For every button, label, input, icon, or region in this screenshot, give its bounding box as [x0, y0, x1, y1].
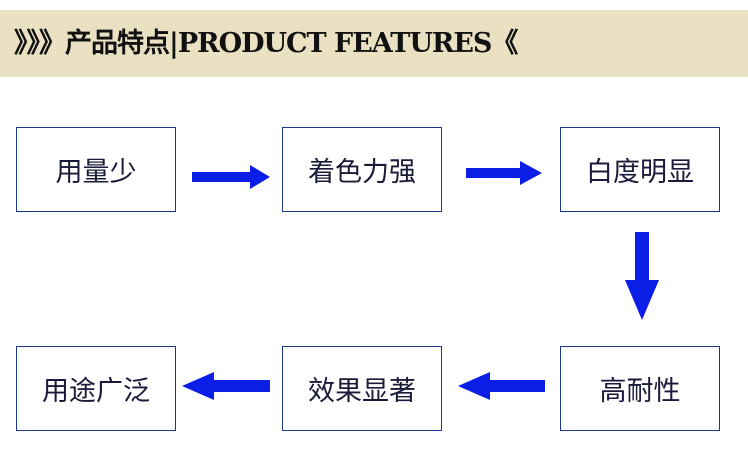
flow-step-label: 高耐性	[599, 376, 681, 407]
flow-step-6: 用途广泛	[16, 346, 176, 431]
flow-step-label: 白度明显	[586, 157, 694, 188]
arrow-right-icon	[466, 161, 542, 185]
flow-step-4: 高耐性	[560, 346, 720, 431]
arrow-down-icon	[625, 232, 659, 320]
flow-step-1: 用量少	[16, 127, 176, 212]
flow-step-label: 用途广泛	[42, 376, 150, 407]
flow-step-label: 效果显著	[308, 376, 416, 407]
arrow-left-icon	[182, 372, 270, 400]
arrow-left-icon	[458, 372, 545, 400]
flow-step-2: 着色力强	[282, 127, 442, 212]
section-header: 》》》产品特点|PRODUCT FEATURES《	[0, 10, 748, 77]
arrow-right-icon	[192, 165, 270, 189]
flow-step-label: 用量少	[55, 157, 137, 188]
section-title: 》》》产品特点|PRODUCT FEATURES《	[14, 28, 518, 59]
flow-step-3: 白度明显	[560, 127, 720, 212]
flow-step-label: 着色力强	[308, 157, 416, 188]
flow-step-5: 效果显著	[282, 346, 442, 431]
